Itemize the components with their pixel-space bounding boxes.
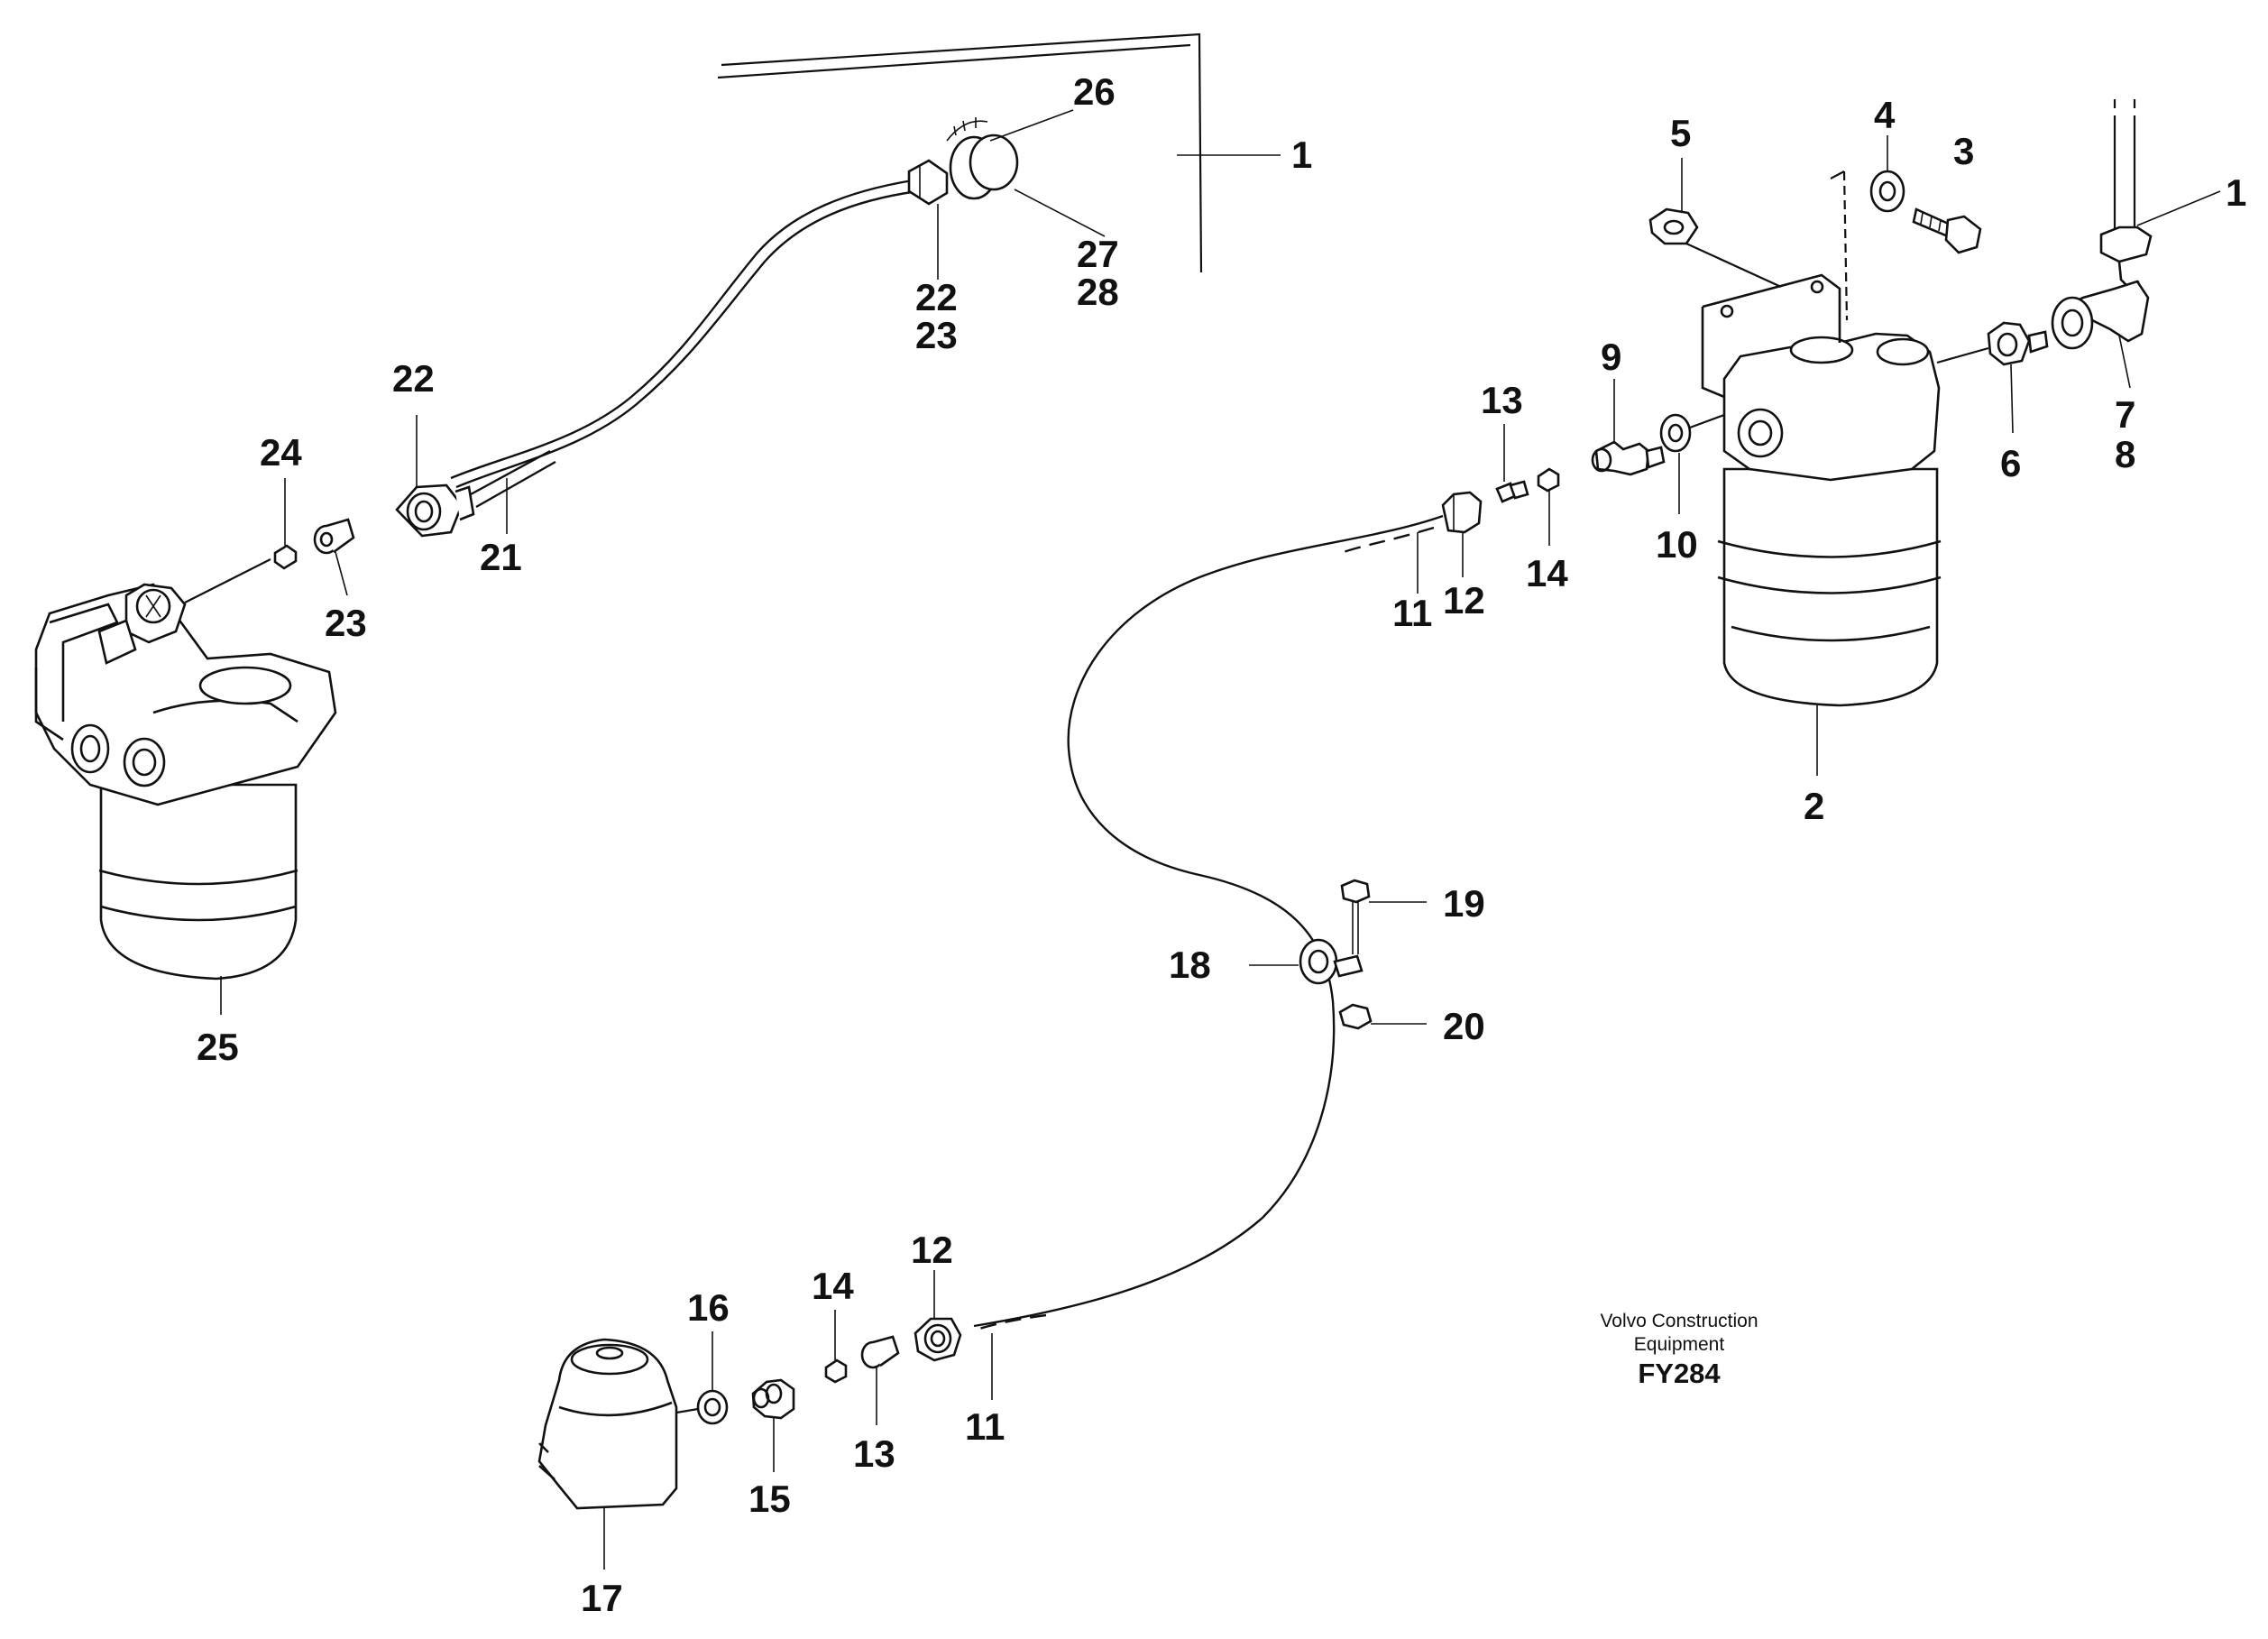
callout-22-top: 22 [915,276,958,318]
bolt-3 [1912,207,1982,254]
nut-22 [395,483,475,538]
callout-28: 28 [1077,271,1119,313]
callout-13-top: 13 [1481,379,1523,421]
caption-code: FY284 [1638,1358,1721,1389]
seal-14-bottom [824,1358,848,1384]
callout-11-bottom: 11 [965,1405,1005,1448]
plug-27 [946,117,1019,200]
callouts: 26 1 27 28 22 23 22 24 21 23 25 5 4 3 1 … [197,70,2246,1619]
fitting-top-22 [907,159,949,206]
callout-20: 20 [1443,1005,1485,1047]
callout-12-top: 12 [1443,579,1485,622]
pipe-21-end [470,449,556,509]
pipe-1-right [2099,99,2153,289]
filter-17 [537,1338,678,1510]
callout-22-left: 22 [392,357,435,400]
callout-7: 7 [2115,393,2135,436]
callout-27: 27 [1077,233,1119,275]
callout-19: 19 [1443,882,1485,925]
callout-14-bottom: 14 [812,1265,854,1307]
callout-17: 17 [581,1577,623,1619]
callout-23-top: 23 [915,314,958,356]
clamp-18 [1299,938,1364,985]
hose-11 [973,514,1444,1332]
union-9 [1591,440,1666,476]
nipple-23 [313,518,355,555]
nut-12-bottom [914,1317,962,1362]
nipple-13-top [1495,480,1529,503]
filter-25 [34,558,337,981]
hose-21 [450,179,919,489]
leader-lines [220,109,2221,1570]
callout-6: 6 [2000,442,2021,484]
callout-10: 10 [1656,523,1698,566]
caption-line-1: Volvo Construction [1600,1311,1758,1331]
callout-12-bottom: 12 [911,1229,953,1271]
callout-23-left: 23 [325,602,367,644]
elbow-7 [2051,280,2150,350]
callout-15: 15 [748,1478,791,1520]
seal-24 [273,544,298,570]
panel-outline [717,32,1203,273]
nut-5 [1648,207,1782,289]
washer-10 [1659,413,1725,453]
callout-24: 24 [260,431,302,474]
filter-2 [1701,170,1942,707]
callout-25: 25 [197,1026,239,1068]
washer-4 [1869,170,1905,213]
callout-18: 18 [1169,944,1211,986]
nut-20 [1338,1003,1373,1030]
bolt-19 [1340,879,1371,954]
callout-3: 3 [1953,130,1974,172]
callout-26: 26 [1073,70,1116,113]
callout-21: 21 [480,536,522,578]
union-15 [751,1378,795,1420]
nut-12-top [1441,491,1483,534]
caption: Volvo Construction Equipment FY284 [1600,1311,1758,1389]
callout-13-bottom: 13 [853,1432,895,1475]
connector-6 [1936,321,2049,366]
nipple-13-bottom [860,1335,900,1369]
callout-1-right: 1 [2226,171,2246,214]
callout-2: 2 [1804,785,1824,827]
washer-16 [675,1389,729,1425]
seal-14-top [1537,467,1560,493]
callout-1-top: 1 [1291,134,1312,176]
callout-5: 5 [1670,112,1691,154]
caption-line-2: Equipment [1634,1334,1725,1355]
callout-16: 16 [687,1286,730,1329]
callout-11-top: 11 [1392,592,1432,634]
callout-8: 8 [2115,433,2135,475]
callout-14-top: 14 [1526,552,1568,594]
callout-9: 9 [1601,336,1621,378]
callout-4: 4 [1874,94,1896,136]
